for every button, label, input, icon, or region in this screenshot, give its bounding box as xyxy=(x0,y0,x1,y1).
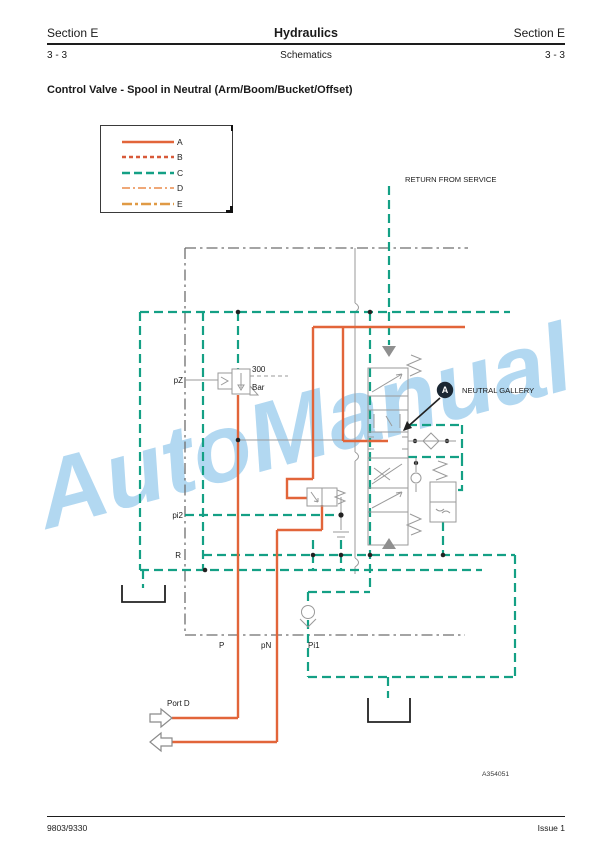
marker-a-badge xyxy=(436,381,454,399)
legend-item: E xyxy=(121,196,232,212)
legend-item: B xyxy=(121,150,232,166)
legend-item: D xyxy=(121,181,232,197)
port-d-label: Port D xyxy=(167,699,190,708)
check-valve xyxy=(408,432,456,492)
legend-label: C xyxy=(177,167,184,178)
legend-line-e-icon xyxy=(122,202,174,206)
legend-item: C xyxy=(121,165,232,181)
pi1-check-valve xyxy=(299,605,317,628)
r-label: R xyxy=(175,551,181,560)
neutral-gallery-callout: A xyxy=(403,381,454,431)
legend-line-c-icon xyxy=(122,171,174,174)
pi1-port-label: Pi1 xyxy=(308,641,320,650)
pz-label: pZ xyxy=(174,376,183,385)
figure-number: A354051 xyxy=(482,771,509,778)
secondary-relief-valve xyxy=(429,460,457,523)
pressure-unit-label: Bar xyxy=(252,383,265,392)
pilot-valve xyxy=(306,487,347,507)
port-arrow-icons xyxy=(149,707,173,753)
pz-relief-valve xyxy=(217,368,260,396)
legend-line-a-icon xyxy=(122,140,174,143)
pressure-lines xyxy=(172,325,465,744)
legend-line-b-icon xyxy=(122,156,174,159)
watermark-text: AutoManual xyxy=(23,303,585,550)
page-header: Section E Hydraulics Section E 3 - 3 Sch… xyxy=(47,26,565,61)
legend-line-d-icon xyxy=(122,187,174,190)
tank-icon xyxy=(121,585,411,723)
header-subtitle: Schematics xyxy=(280,50,332,61)
header-page-right: 3 - 3 xyxy=(544,50,565,61)
footer-issue: Issue 1 xyxy=(537,823,565,833)
legend-label: B xyxy=(177,152,183,163)
line-legend: A B C D E xyxy=(100,125,233,213)
header-title: Hydraulics xyxy=(274,26,338,40)
page-footer: 9803/9330 Issue 1 xyxy=(47,816,565,833)
legend-label: E xyxy=(177,198,183,209)
neutral-gallery-label: NEUTRAL GALLERY xyxy=(462,386,534,395)
header-page-left: 3 - 3 xyxy=(47,50,68,61)
header-section-left: Section E xyxy=(47,26,99,40)
header-section-right: Section E xyxy=(513,26,565,40)
return-lines xyxy=(138,186,517,698)
footer-publication-number: 9803/9330 xyxy=(47,823,88,833)
return-from-service-label: RETURN FROM SERVICE xyxy=(405,175,496,184)
p-port-label: P xyxy=(219,641,224,650)
pn-port-label: pN xyxy=(261,641,271,650)
legend-label: A xyxy=(177,136,183,147)
control-valve-block xyxy=(367,346,423,549)
legend-item: A xyxy=(121,134,232,150)
legend-label: D xyxy=(177,183,184,194)
marker-a-label: A xyxy=(442,385,449,395)
page-title: Control Valve - Spool in Neutral (Arm/Bo… xyxy=(47,84,353,96)
pi2-label: pi2 xyxy=(172,511,183,520)
pressure-value-label: 300 xyxy=(252,365,266,374)
